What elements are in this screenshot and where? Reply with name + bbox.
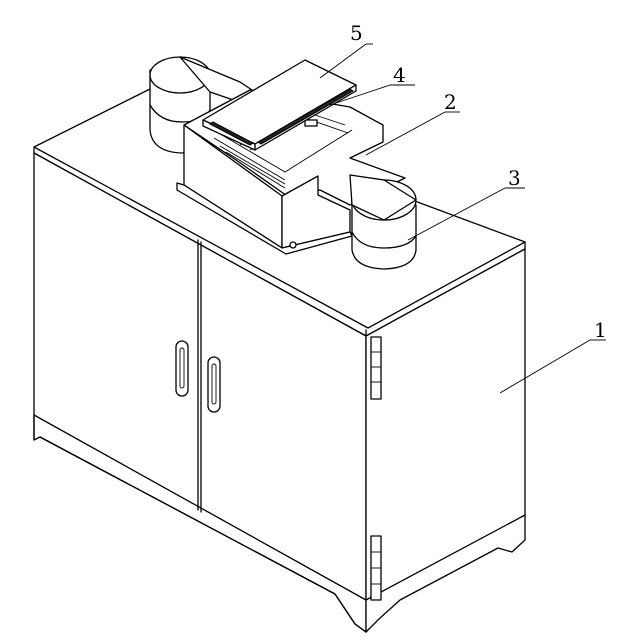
label-4: 4 [393,63,406,87]
left-door-handle[interactable] [175,340,189,397]
label-1: 1 [594,318,607,342]
cover-plate [202,59,357,151]
part-labels: 5 4 2 3 1 [350,21,607,342]
label-5: 5 [350,21,363,45]
leader-lines [319,43,606,394]
right-door-handle[interactable] [207,356,221,413]
label-3: 3 [508,166,521,190]
upper-hinge [370,336,382,400]
label-2: 2 [444,90,457,114]
housing-base [176,182,353,255]
front-roller-housing [349,174,417,270]
lower-hinge [370,535,382,601]
cabinet [33,87,526,633]
